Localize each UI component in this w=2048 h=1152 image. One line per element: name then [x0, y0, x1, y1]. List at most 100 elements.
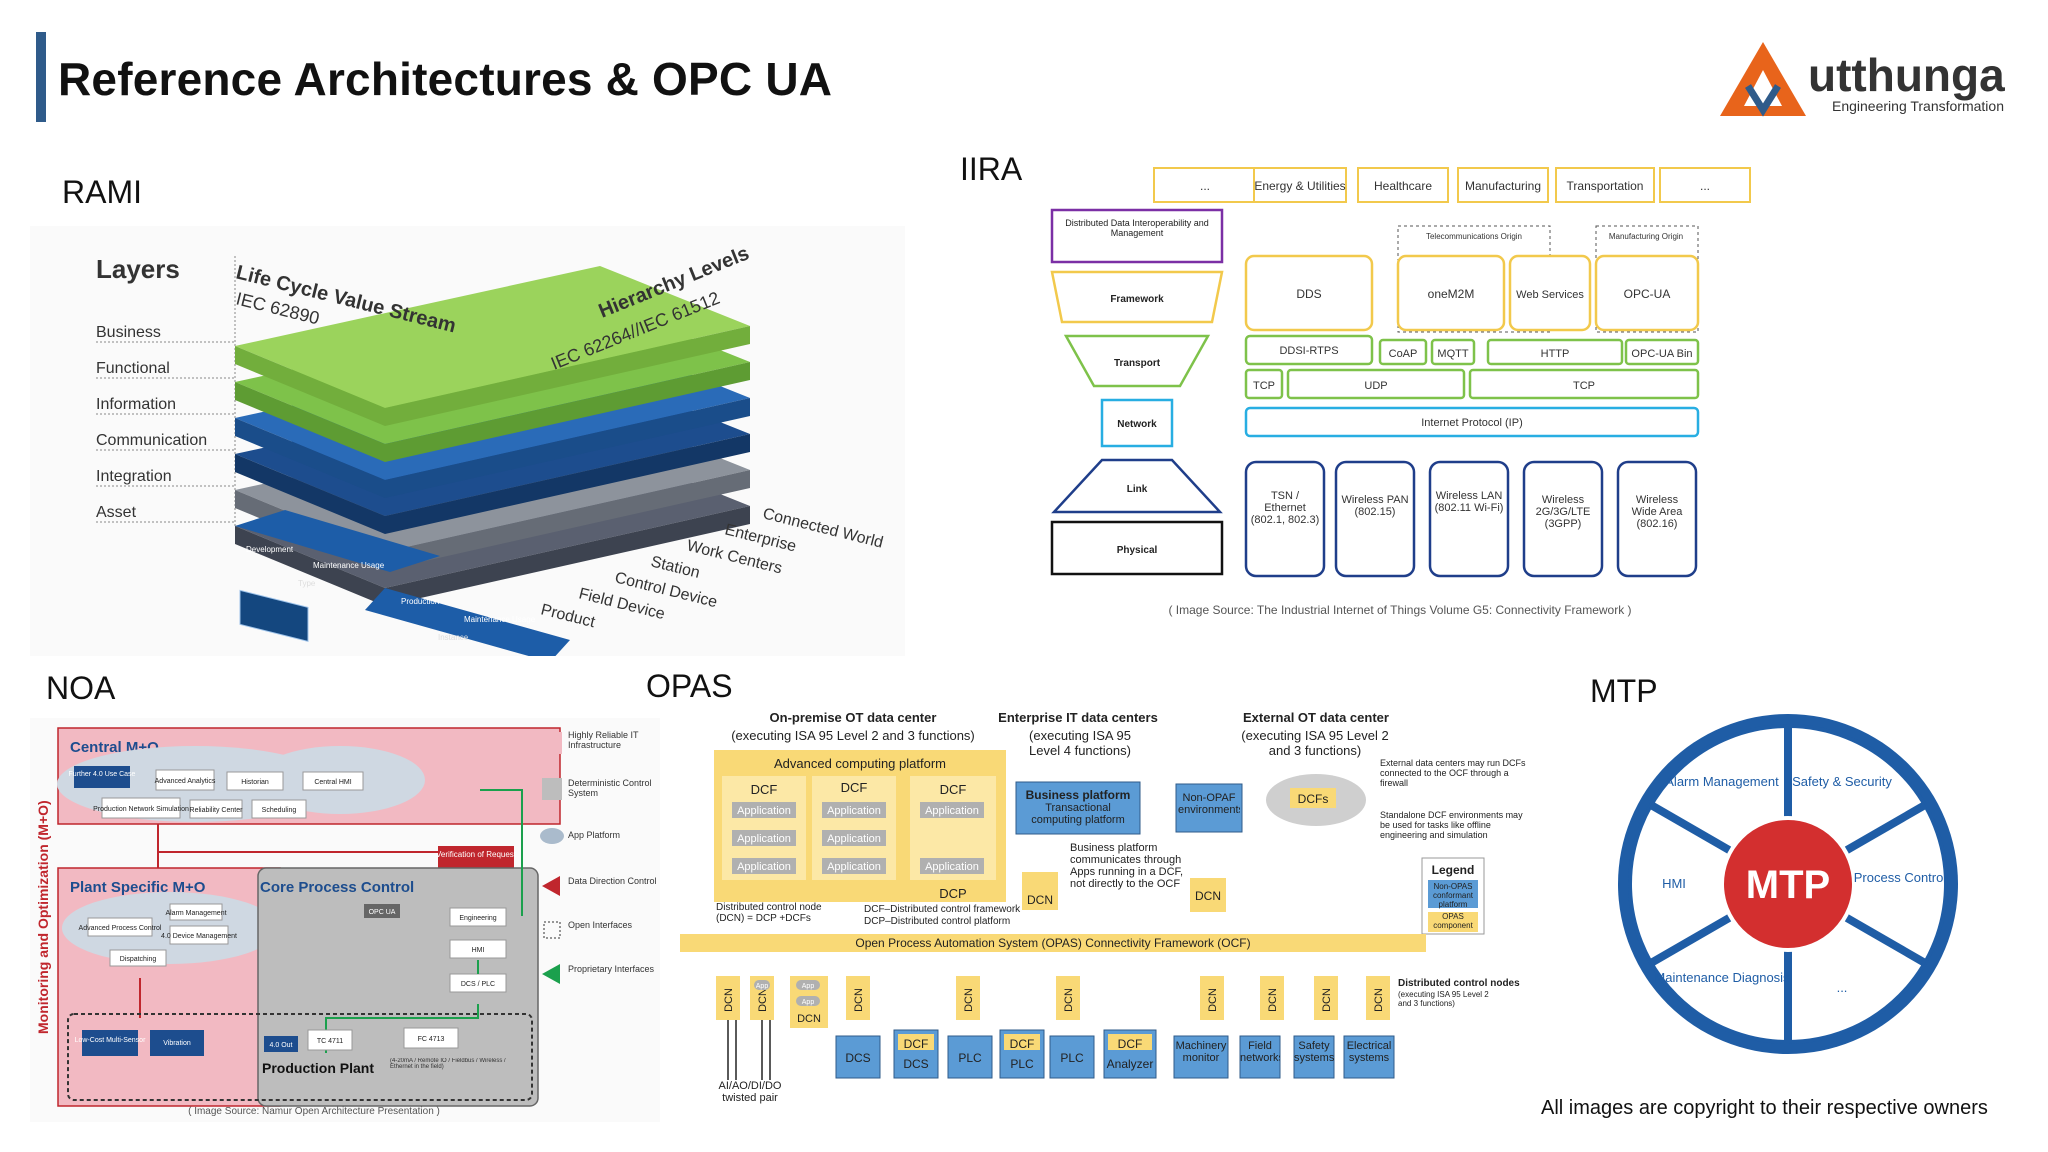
opas-dcn: DCN — [1195, 889, 1221, 903]
iira-telecom-origin: Telecommunications Origin — [1426, 232, 1522, 241]
noa-central-item: Production Network Simulation — [93, 806, 189, 813]
iira-tcp-udp: TCP — [1573, 380, 1595, 392]
noa-core-item: HMI — [472, 947, 485, 954]
opas-device: DCS — [845, 1051, 870, 1065]
noa-central-item: Scheduling — [262, 807, 297, 814]
iira-domain: Manufacturing — [1465, 179, 1541, 193]
noa-field-item: Low-Cost Multi-Sensor — [75, 1037, 146, 1044]
noa-plant-item: 4.0 Device Management — [161, 933, 237, 940]
opas-node-dcn: DCN — [1321, 988, 1333, 1012]
opas-onprem-sub: (executing ISA 95 Level 2 and 3 function… — [731, 728, 975, 743]
opas-device: Safety systems — [1294, 1040, 1334, 1064]
opas-legend-item: Non-OPAS conformant platform — [1432, 882, 1474, 909]
rami-layer-label: Communication — [96, 432, 207, 449]
logo-tagline: Engineering Transformation — [1832, 98, 2004, 114]
noa-legend-item: Data Direction Control — [568, 876, 657, 886]
opas-node-dcn: DCN — [963, 988, 975, 1012]
iira-funnel-layer: Framework — [1110, 294, 1164, 305]
rami-layers-title: Layers — [96, 254, 180, 284]
opas-device: DCF PLC — [1009, 1037, 1035, 1071]
noa-diagram: Monitoring and Optimization (M+O) Centra… — [35, 727, 657, 1117]
mtp-segment: HMI — [1662, 876, 1686, 891]
rami-layer-label: Asset — [96, 504, 137, 521]
opas-application: Application — [737, 833, 791, 845]
opas-bp-title: Business platform — [1026, 788, 1131, 802]
opas-onprem: On-premise OT data center — [770, 710, 937, 725]
page-title: Reference Architectures & OPC UA — [58, 53, 833, 105]
rami-layer-label: Business — [96, 324, 161, 341]
iira-framework-box: Web Services — [1516, 289, 1584, 301]
noa-field-note: (4-20mA / Remote IO / Fieldbus / Wireles… — [390, 1058, 506, 1070]
rami-level: Station — [649, 553, 701, 582]
rami-type-label: Type — [298, 579, 316, 588]
opas-dcf-def: DCF–Distributed control framework — [864, 904, 1021, 915]
opas-dcf: DCF — [940, 782, 967, 797]
noa-core-item: Engineering — [459, 915, 496, 922]
noa-central-item: Further 4.0 Use Case — [69, 771, 136, 778]
rami-level: Product — [539, 601, 597, 631]
noa-plant-item: Alarm Management — [165, 910, 226, 917]
iira-framework-box: OPC-UA — [1624, 287, 1671, 301]
noa-core-item: DCS / PLC — [461, 981, 495, 988]
noa-field-item: TC 4711 — [317, 1038, 343, 1045]
noa-source: ( Image Source: Namur Open Architecture … — [188, 1106, 440, 1117]
opas-node-dcn: DCN — [1373, 988, 1385, 1012]
opas-app: App — [802, 983, 815, 990]
mtp-segment: Process Control — [1854, 870, 1947, 885]
rami-diagram: Layers Business Functional Information C… — [96, 242, 885, 656]
noa-legend-item: Proprietary Interfaces — [568, 964, 655, 974]
title-accent-bar — [36, 32, 46, 122]
opas-device: Electrical systems — [1346, 1040, 1392, 1064]
mtp-segment: Maintenance Diagnosis — [1654, 970, 1790, 985]
opas-device: PLC — [958, 1051, 982, 1065]
iira-link-box: Wireless 2G/3G/LTE (3GPP) — [1535, 494, 1591, 530]
opas-adv-platform: Advanced computing platform — [774, 756, 946, 771]
noa-legend-item: App Platform — [568, 830, 621, 840]
opas-enterprise: Enterprise IT data centers — [998, 710, 1158, 725]
noa-plant-item: Advanced Process Control — [79, 925, 162, 932]
opas-application: Application — [737, 861, 791, 873]
opas-dcfs: DCFs — [1298, 792, 1329, 806]
noa-production-plant: Production Plant — [262, 1060, 374, 1076]
noa-central-item: Reliability Center — [190, 807, 244, 814]
mtp-diagram: MTP Alarm Management Safety & Security P… — [1618, 714, 1958, 1054]
opas-ext-note1: External data centers may run DCFs conne… — [1380, 758, 1526, 788]
opas-enterprise-sub: (executing ISA 95 Level 4 functions) — [1029, 728, 1131, 758]
opas-device: Field networks — [1240, 1040, 1280, 1064]
opas-device: PLC — [1060, 1051, 1084, 1065]
opas-legend-title: Legend — [1432, 863, 1475, 877]
noa-legend-item: Open Interfaces — [568, 920, 633, 930]
opas-device: DCF DCS — [903, 1037, 929, 1071]
noa-core-item: OPC UA — [369, 909, 396, 916]
noa-field-item: 4.0 Out — [270, 1042, 293, 1049]
opas-dist-nodes-sub: (executing ISA 95 Level 2 and 3 function… — [1398, 990, 1489, 1008]
iira-domain: ... — [1200, 179, 1210, 193]
opas-device: Machinery monitor — [1175, 1040, 1227, 1064]
opas-application: Application — [925, 861, 979, 873]
opas-node-dcn: DCN — [723, 988, 735, 1012]
iira-diagram: ... Energy & Utilities Healthcare Manufa… — [1050, 167, 1751, 617]
utthunga-logo-icon — [1720, 42, 1806, 117]
rami-instance-box: Production — [401, 597, 439, 606]
opas-application: Application — [737, 805, 791, 817]
copyright-note: All images are copyright to their respec… — [1541, 1097, 1988, 1119]
iira-ip: Internet Protocol (IP) — [1421, 417, 1523, 429]
opas-ext-note2: Standalone DCF environments may be used … — [1380, 810, 1523, 840]
noa-field-item: Vibration — [163, 1040, 191, 1047]
iira-transport-box: MQTT — [1437, 348, 1468, 360]
noa-plant-item: Dispatching — [120, 956, 157, 963]
noa-core: Core Process Control — [260, 879, 414, 896]
opas-node-dcn: DCN — [757, 988, 769, 1012]
opas-legend-item: OPAS component — [1433, 912, 1473, 930]
noa-plant: Plant Specific M+O — [70, 879, 206, 896]
mtp-segment: Alarm Management — [1665, 774, 1779, 789]
mtp-heading: MTP — [1590, 673, 1658, 709]
opas-application: Application — [827, 861, 881, 873]
iira-link-box: Wireless Wide Area (802.16) — [1631, 494, 1683, 530]
iira-funnel-layer: Link — [1127, 484, 1148, 495]
opas-dcn-def: Distributed control node (DCN) = DCP +DC… — [716, 902, 822, 924]
opas-device: DCF Analyzer — [1106, 1037, 1154, 1071]
opas-node-dcn: DCN — [797, 1013, 821, 1025]
rami-instance-label: Instance — [438, 633, 469, 642]
iira-heading: IIRA — [960, 151, 1023, 187]
